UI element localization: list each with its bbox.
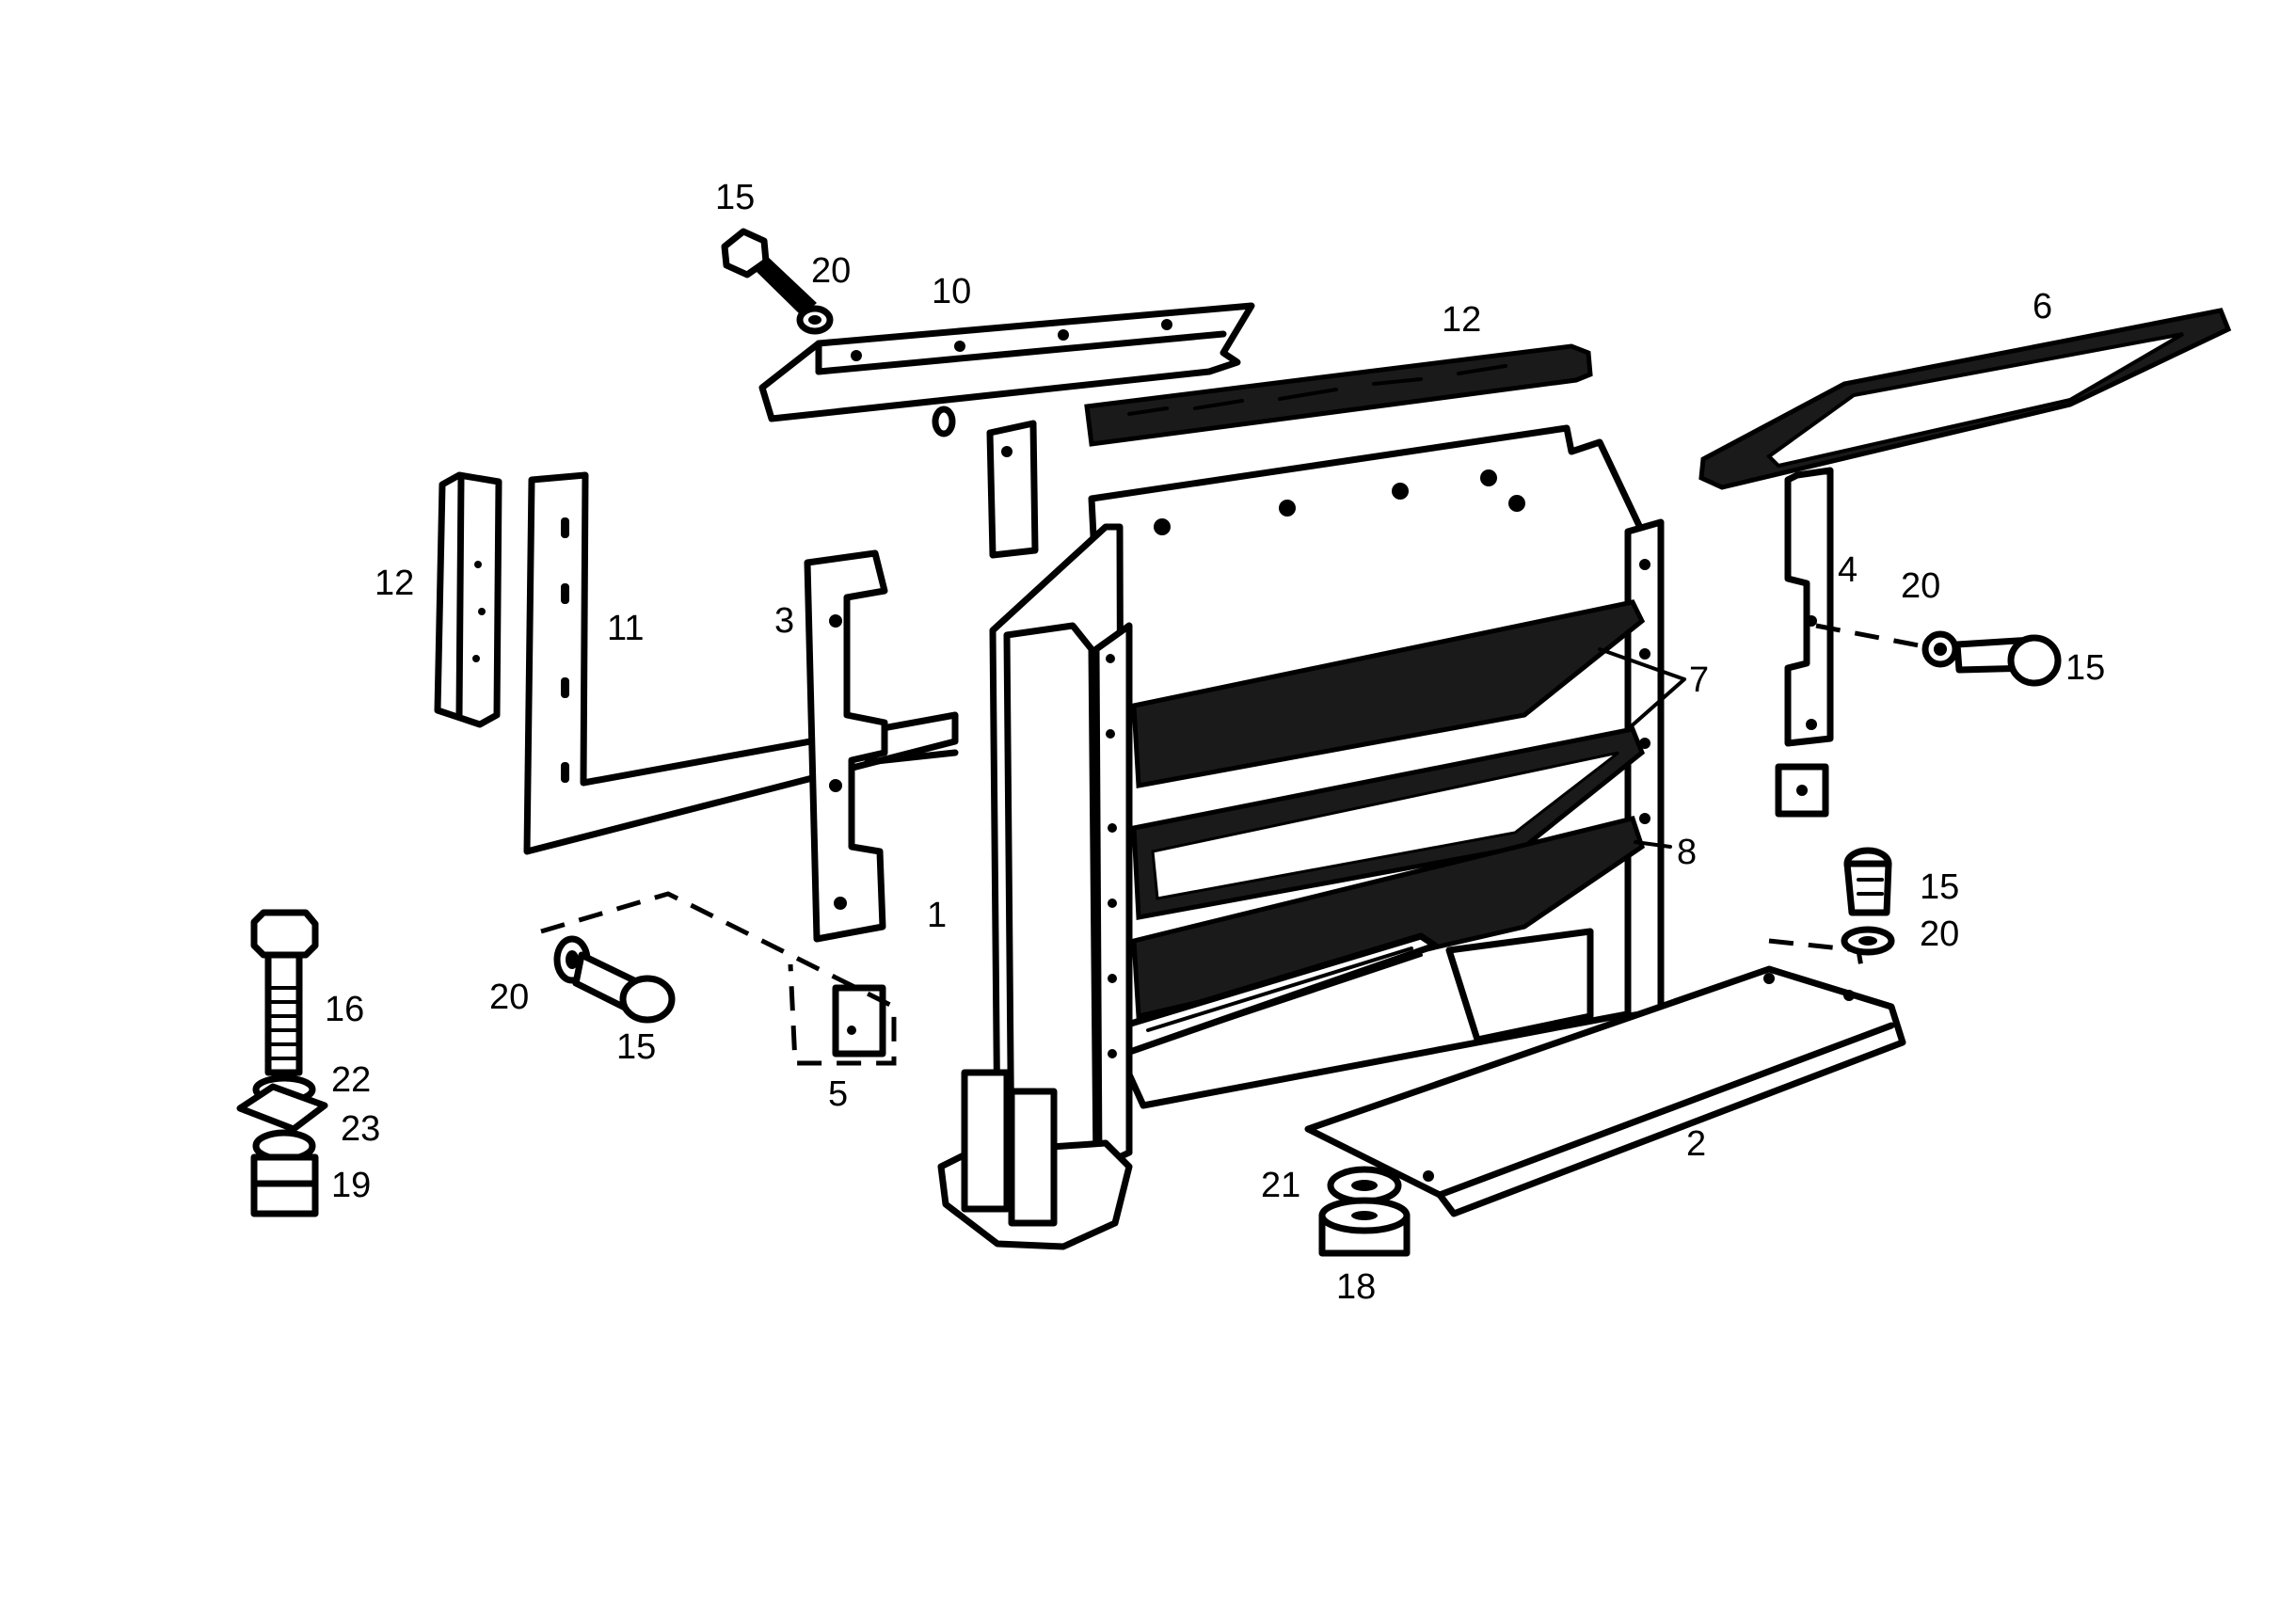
label-12-top: 12: [1442, 300, 1481, 340]
label-7: 7: [1689, 660, 1709, 700]
part-2-bottom-plate: [1304, 965, 1906, 1217]
label-18: 18: [1336, 1267, 1376, 1307]
label-5: 5: [828, 1074, 848, 1114]
bolt-15-bottom-right: [1841, 847, 1895, 956]
bolt-15-left: [553, 935, 676, 1024]
label-22: 22: [331, 1060, 371, 1100]
leader-7b: [1626, 677, 1686, 731]
label-19: 19: [331, 1166, 371, 1205]
label-20-right: 20: [1901, 566, 1940, 606]
part-12-left-gasket: [434, 471, 502, 728]
label-3: 3: [774, 601, 794, 641]
label-11: 11: [607, 609, 644, 648]
label-15-bottom-right: 15: [1920, 867, 1959, 907]
label-6: 6: [2033, 287, 2052, 326]
part-labels: 15 20 10 12 6 12 11 3 4 20 15 7 8 15 20 …: [325, 178, 2105, 1307]
label-1: 1: [927, 896, 947, 935]
leader-7a: [1598, 647, 1686, 681]
label-15-left: 15: [616, 1027, 656, 1067]
label-16: 16: [325, 990, 364, 1029]
label-10: 10: [932, 272, 971, 311]
bolt-15-right: [1921, 630, 2062, 687]
part-12-top-gasket: [1084, 343, 1593, 447]
label-12-left: 12: [375, 564, 414, 603]
label-2: 2: [1686, 1124, 1706, 1164]
bolt-16-assembly: [236, 909, 328, 1217]
part-11-l-frame: [523, 471, 959, 855]
label-21: 21: [1261, 1166, 1300, 1205]
assembly-line-left: [540, 891, 897, 1066]
leader-8: [1634, 840, 1672, 849]
label-23: 23: [341, 1109, 380, 1149]
label-15-right: 15: [2065, 648, 2105, 688]
part-1-main-housing: [937, 420, 1665, 1250]
bolt-15-top: [721, 228, 834, 335]
label-20-left: 20: [489, 978, 529, 1017]
label-15-top: 15: [715, 178, 755, 217]
label-20-top: 20: [811, 251, 851, 291]
part-10-top-bracket: [758, 302, 1255, 437]
nut-21-18: [1318, 1166, 1411, 1257]
label-4: 4: [1838, 550, 1858, 590]
label-20-bottom-right: 20: [1920, 914, 1959, 954]
label-8: 8: [1677, 833, 1697, 872]
assembly-line-right-bolt: [1815, 623, 1939, 652]
part-4-right-bracket: [1775, 467, 1834, 818]
part-3-side-bracket: [804, 549, 888, 943]
part-6-top-cover: [1698, 308, 2232, 490]
